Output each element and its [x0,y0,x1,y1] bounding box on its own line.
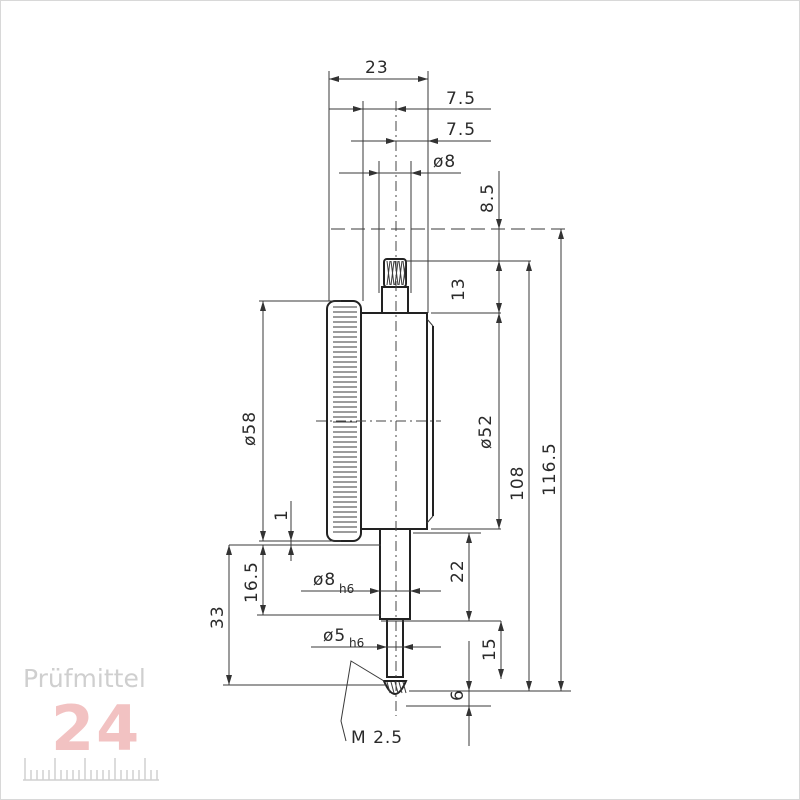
spindle [386,618,404,678]
svg-text:M 2.5: M 2.5 [351,728,403,748]
dim-7-5-b: 7.5 [351,120,491,144]
svg-text:ø52: ø52 [476,414,496,449]
knurled-bezel [326,300,362,542]
dim-dia-52: ø52 [431,312,502,530]
dim-7-5-a: 7.5 [329,89,491,112]
svg-text:23: 23 [365,58,389,78]
dim-22: 22 [413,532,481,621]
dim-1: 1 [229,501,381,561]
dim-23: 23 [329,58,428,82]
dim-dia-5-h6: ø5 h6 [311,626,441,650]
svg-text:ø8: ø8 [313,570,336,590]
dim-16-5: 16.5 [242,545,381,616]
svg-text:8.5: 8.5 [478,183,498,213]
logo-number-text: 24 [51,692,142,765]
logo-brand-text: Prüfmittel [23,664,146,693]
svg-text:116.5: 116.5 [540,442,560,496]
svg-text:ø58: ø58 [240,411,260,446]
svg-text:13: 13 [449,277,469,301]
prufmittel24-logo: Prüfmittel 24 [21,664,161,784]
svg-text:1: 1 [272,509,292,521]
dim-116-5: 116.5 [409,229,571,692]
svg-text:h6: h6 [339,582,354,596]
svg-text:22: 22 [448,559,468,583]
top-cap [381,286,409,314]
contact-tip [382,680,408,695]
dim-13: 13 [406,260,531,313]
svg-text:15: 15 [480,637,500,661]
dim-dia-8-h6: ø8 h6 [301,570,441,596]
ruler-icon [23,758,159,781]
svg-text:33: 33 [208,605,228,629]
svg-text:6: 6 [448,689,468,701]
dim-8-5: 8.5 [478,171,502,271]
clamping-stem [379,528,411,620]
svg-text:108: 108 [508,466,528,501]
svg-text:h6: h6 [349,636,364,650]
lifting-knob [383,258,407,288]
dim-108: 108 [508,261,532,691]
svg-text:ø8: ø8 [433,152,456,172]
svg-text:7.5: 7.5 [446,120,476,140]
svg-text:7.5: 7.5 [446,89,476,109]
dim-dia-58: ø58 [240,300,341,542]
dim-33: 33 [208,545,386,686]
dim-15: 15 [381,620,504,679]
dim-dia-8-top: ø8 [339,152,461,176]
thread-m2-5-callout: M 2.5 [340,660,403,748]
dim-6: 6 [406,641,491,746]
svg-text:16.5: 16.5 [242,561,262,603]
svg-text:ø5: ø5 [323,626,346,646]
